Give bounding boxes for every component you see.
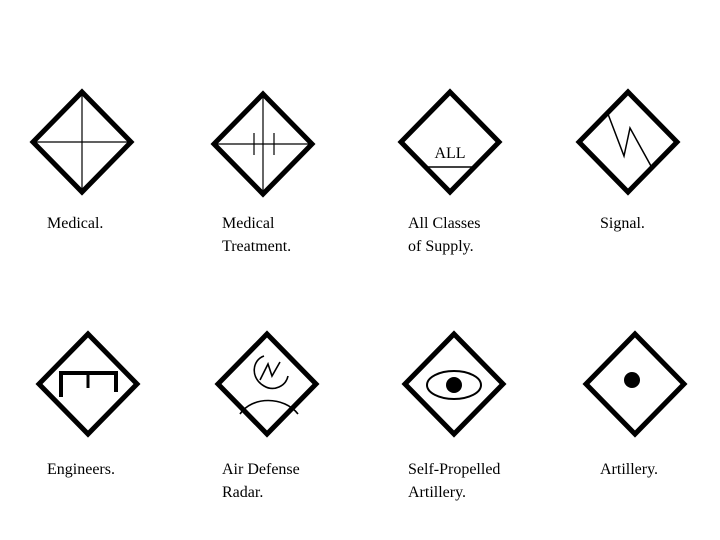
- radar-caption: Air Defense Radar.: [222, 461, 300, 501]
- medical-symbol: [27, 88, 137, 198]
- medical-treatment-icon: [210, 90, 316, 198]
- signal-symbol: [573, 88, 683, 198]
- medical-treatment-symbol: [208, 90, 318, 200]
- self-propelled-artillery-caption: Self-Propelled Artillery.: [408, 461, 501, 501]
- signal-caption: Signal.: [600, 215, 645, 232]
- engineer-bridge-icon: [35, 330, 141, 438]
- supply-caption: All Classes of Supply.: [408, 215, 481, 255]
- radar-dish-icon: [214, 330, 320, 438]
- engineers-symbol: [33, 330, 143, 440]
- self-propelled-artillery-symbol: [399, 330, 509, 440]
- artillery-dot-icon: [582, 330, 688, 438]
- engineers-caption: Engineers.: [47, 461, 115, 478]
- supply-inner-label: ALL: [434, 145, 465, 162]
- radar-symbol: [212, 330, 322, 440]
- medical-caption: Medical.: [47, 215, 104, 232]
- signal-lightning-icon: [575, 88, 681, 196]
- supply-symbol: ALL: [395, 88, 505, 198]
- artillery-caption: Artillery.: [600, 461, 659, 478]
- supply-all-icon: ALL: [397, 88, 503, 196]
- medical-treatment-caption: Medical Treatment.: [222, 215, 292, 255]
- self-propelled-artillery-icon: [401, 330, 507, 438]
- artillery-symbol: [580, 330, 690, 440]
- medical-cross-icon: [29, 88, 135, 196]
